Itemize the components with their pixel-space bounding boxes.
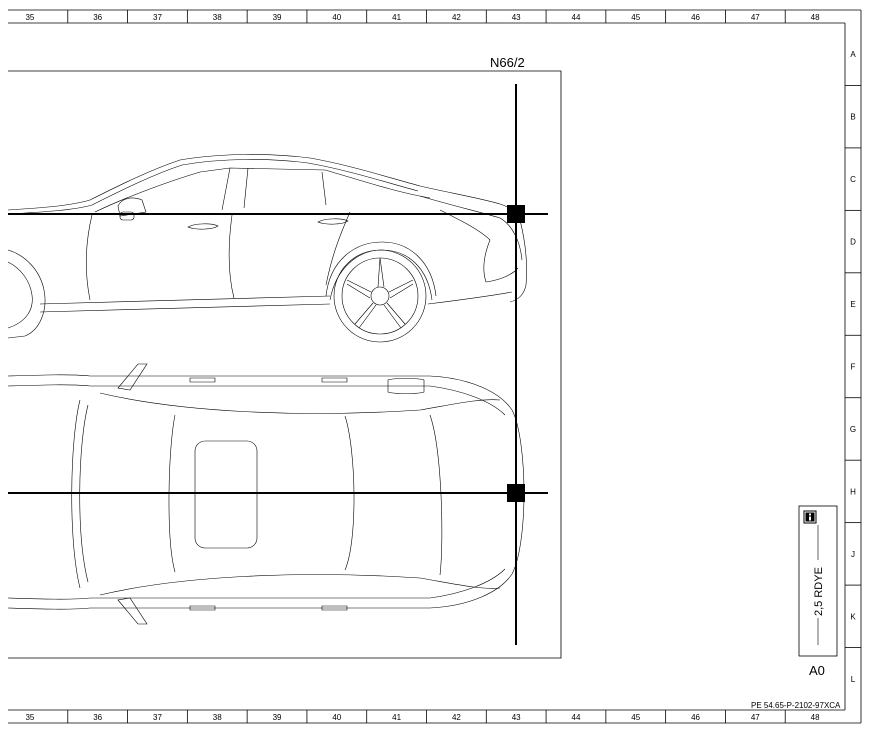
column-label: 47	[751, 713, 760, 722]
ground-code-label: A0	[809, 663, 825, 678]
column-label: 41	[392, 13, 401, 22]
column-labels-bottom: 35 36 37 38 39 40 41 42 43 44 45 46 47 48	[25, 713, 820, 722]
column-label: 44	[572, 13, 581, 22]
row-labels: A B C D E F G H J K L	[850, 50, 856, 684]
column-label: 45	[631, 713, 640, 722]
column-label: 36	[93, 13, 102, 22]
column-label: 35	[25, 13, 34, 22]
connector-label: N66/2	[490, 55, 525, 70]
column-label: 44	[572, 713, 581, 722]
row-label: B	[850, 113, 855, 122]
row-label: K	[850, 612, 856, 621]
column-label: 35	[25, 713, 34, 722]
info-icon[interactable]	[803, 510, 817, 524]
column-label: 48	[811, 13, 820, 22]
column-label: 38	[213, 713, 222, 722]
connector-node-lower[interactable]	[507, 484, 525, 502]
column-label: 43	[512, 713, 521, 722]
row-label: E	[850, 300, 855, 309]
row-label: G	[850, 425, 856, 434]
row-ticks	[845, 85, 861, 648]
column-label: 42	[452, 13, 461, 22]
car-top-view	[7, 363, 525, 625]
row-label: D	[850, 238, 856, 247]
column-label: 47	[751, 13, 760, 22]
row-label: J	[851, 550, 855, 559]
component-frame	[8, 70, 562, 659]
car-side-view	[7, 154, 527, 343]
column-label: 39	[273, 713, 282, 722]
column-label: 39	[273, 13, 282, 22]
column-label: 38	[213, 13, 222, 22]
column-label: 48	[811, 713, 820, 722]
column-label: 43	[512, 13, 521, 22]
column-label: 46	[691, 13, 700, 22]
drawing-number: PE 54.65-P-2102-97XCA	[751, 701, 841, 710]
column-ticks	[67, 10, 786, 723]
column-label: 36	[93, 713, 102, 722]
row-label: L	[851, 675, 856, 684]
row-label: C	[850, 175, 856, 184]
row-label: F	[851, 363, 856, 372]
column-label: 40	[332, 713, 341, 722]
column-label: 41	[392, 713, 401, 722]
wiring-lines	[8, 84, 548, 645]
column-labels-top: 35 36 37 38 39 40 41 42 43 44 45 46 47 48	[25, 13, 820, 22]
column-label: 45	[631, 13, 640, 22]
column-label: 46	[691, 713, 700, 722]
column-label: 37	[153, 13, 162, 22]
row-label: A	[850, 50, 856, 59]
wire-info-box[interactable]: 2,5 RDYE	[798, 505, 838, 657]
column-label: 37	[153, 713, 162, 722]
row-label: H	[850, 487, 856, 496]
column-label: 40	[332, 13, 341, 22]
connector-node-upper[interactable]	[507, 205, 525, 223]
column-label: 42	[452, 713, 461, 722]
wire-spec-label: 2,5 RDYE	[813, 567, 825, 616]
